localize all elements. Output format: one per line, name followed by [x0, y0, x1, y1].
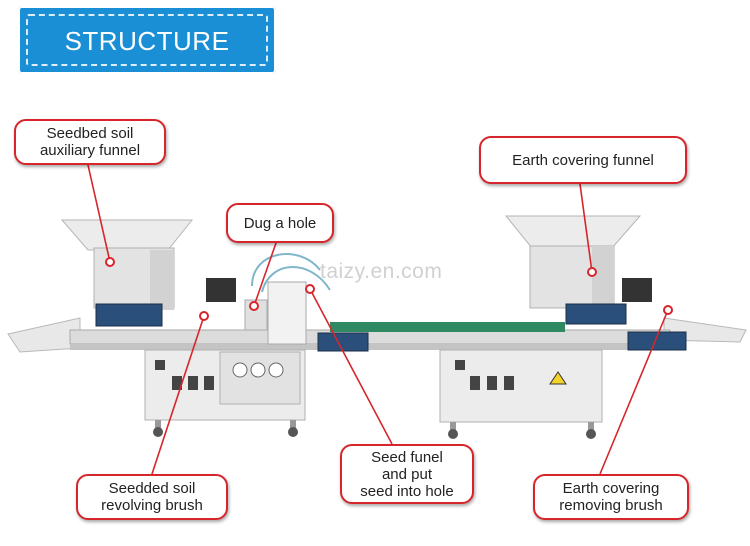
- caster-4: [586, 429, 596, 439]
- callout-seedded-brush-text: Seedded soil revolving brush: [101, 480, 203, 514]
- switch-5: [455, 360, 465, 370]
- seedbed-funnel-side: [150, 250, 174, 310]
- callout-seedbed-funnel: Seedbed soil auxiliary funnel: [14, 119, 166, 165]
- motor-right-a: [565, 303, 627, 325]
- leader-earth-removing: [599, 309, 669, 475]
- conveyor-belt: [330, 322, 565, 332]
- leg-2: [290, 420, 296, 428]
- switch-3: [188, 376, 198, 390]
- callout-seed-funel-text: Seed funel and put seed into hole: [360, 448, 454, 500]
- dot-earth-removing: [663, 305, 673, 315]
- left-feed-tray: [7, 317, 81, 353]
- earth-funnel-side: [592, 246, 614, 308]
- gear-right: [622, 278, 652, 302]
- earth-funnel-top: [504, 215, 642, 249]
- control-panel-gauges: [219, 351, 301, 405]
- leader-earth-funnel: [579, 183, 593, 273]
- switch-8: [504, 376, 514, 390]
- dot-dug-hole: [249, 301, 259, 311]
- callout-earth-removing-brush: Earth covering removing brush: [533, 474, 689, 520]
- leg-4: [588, 422, 594, 430]
- leg-3: [450, 422, 456, 430]
- callout-seed-funel: Seed funel and put seed into hole: [340, 444, 474, 504]
- leg-1: [155, 420, 161, 428]
- gauge-2: [250, 362, 266, 378]
- leader-dug-hole: [253, 242, 277, 307]
- dot-seedded-brush: [199, 311, 209, 321]
- gauge-1: [232, 362, 248, 378]
- gauge-3: [268, 362, 284, 378]
- callout-dug-hole-text: Dug a hole: [243, 214, 317, 232]
- dot-seed-funel: [305, 284, 315, 294]
- banner-title: STRUCTURE: [64, 26, 230, 56]
- switch-1: [155, 360, 165, 370]
- watermark-text: taizy.en.com: [320, 260, 443, 283]
- callout-dug-hole: Dug a hole: [226, 203, 334, 243]
- callout-earth-funnel-text: Earth covering funnel: [512, 151, 654, 169]
- switch-6: [470, 376, 480, 390]
- air-tube-1: [251, 253, 321, 287]
- control-cabinet-right: [439, 349, 603, 423]
- dot-earth-funnel: [587, 267, 597, 277]
- conveyor-rail-lower: [70, 344, 670, 350]
- callout-earth-funnel: Earth covering funnel: [479, 136, 687, 184]
- conveyor-rail: [69, 329, 671, 345]
- structure-banner: STRUCTURE: [18, 6, 276, 74]
- switch-7: [487, 376, 497, 390]
- leader-seedded-brush: [151, 315, 205, 475]
- seedbed-funnel-top: [60, 219, 194, 251]
- gear-left: [206, 278, 236, 302]
- warning-sign: [549, 371, 567, 385]
- callout-seedded-brush: Seedded soil revolving brush: [76, 474, 228, 520]
- motor-center: [317, 332, 369, 352]
- caster-3: [448, 429, 458, 439]
- switch-4: [204, 376, 214, 390]
- motor-right-b: [627, 331, 687, 351]
- air-tube-2: [261, 266, 331, 293]
- callout-earth-removing-brush-text: Earth covering removing brush: [559, 480, 663, 514]
- callout-seedbed-funnel-text: Seedbed soil auxiliary funnel: [39, 125, 141, 159]
- caster-1: [153, 427, 163, 437]
- caster-2: [288, 427, 298, 437]
- leader-seed-funel: [309, 288, 393, 445]
- dot-seedbed: [105, 257, 115, 267]
- switch-2: [172, 376, 182, 390]
- leader-seedbed: [87, 164, 111, 263]
- seeding-unit: [267, 281, 307, 345]
- motor-left: [95, 303, 163, 327]
